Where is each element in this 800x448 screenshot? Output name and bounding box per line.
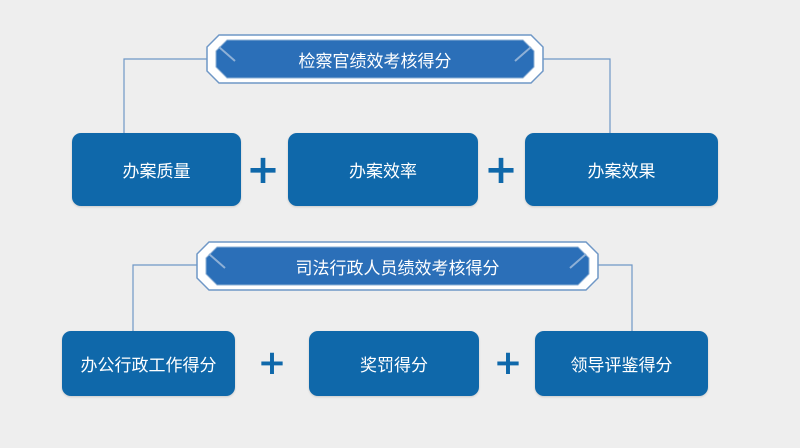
box-case-efficiency: 办案效率 [288,133,478,206]
box-leader-evaluation: 领导评鉴得分 [535,331,708,396]
banner-title-2: 司法行政人员绩效考核得分 [295,258,500,279]
connector-right-2 [590,264,633,331]
plus-icon: + [484,147,518,193]
banner-top: 检察官绩效考核得分 [205,33,545,85]
plus-icon: + [257,343,287,383]
banner-bottom: 司法行政人员绩效考核得分 [195,240,600,292]
plus-icon: + [493,343,523,383]
box-reward-penalty: 奖罚得分 [309,331,479,396]
connector-left-1 [123,58,215,133]
banner-title-1: 检察官绩效考核得分 [298,51,452,72]
plus-icon: + [246,147,280,193]
box-admin-work: 办公行政工作得分 [62,331,235,396]
connector-left-2 [132,264,200,331]
box-case-effect: 办案效果 [525,133,718,206]
box-case-quality: 办案质量 [72,133,241,206]
connector-right-1 [530,58,611,133]
